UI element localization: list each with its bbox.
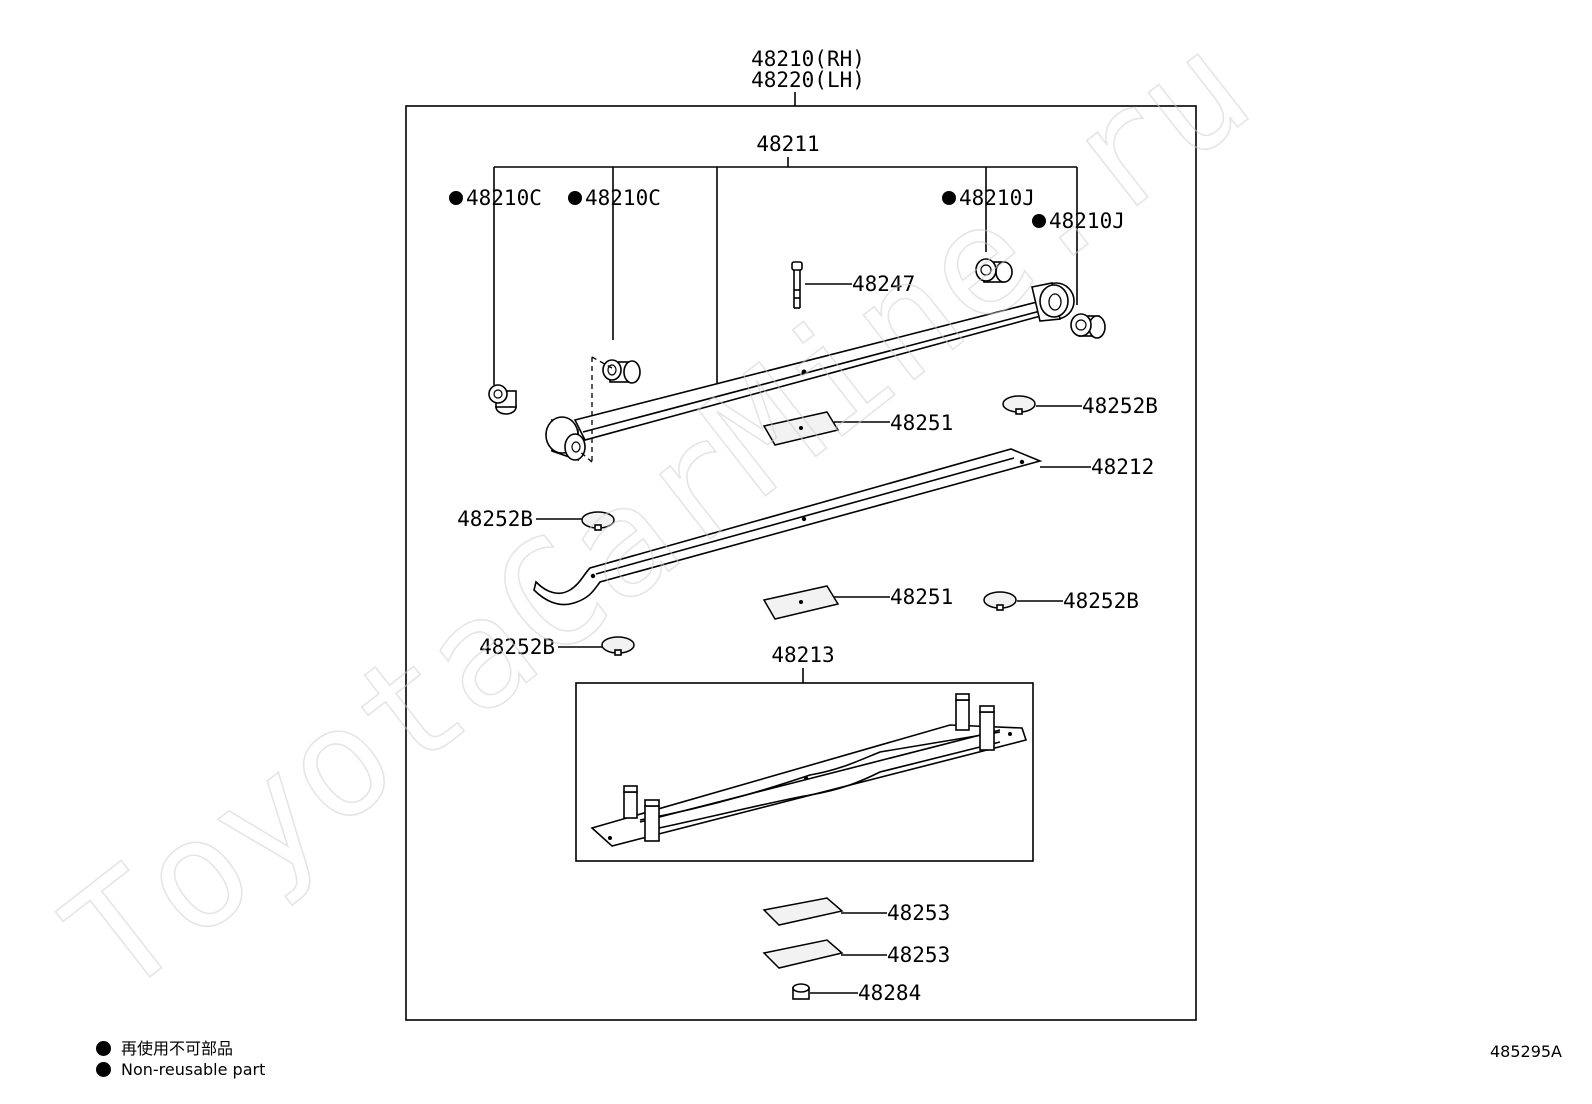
label-48247[interactable]: 48247: [852, 272, 915, 296]
bush-48210c-outer[interactable]: [488, 384, 517, 415]
label-48251-lower[interactable]: 48251: [890, 585, 953, 609]
clip-48252b-left-lower[interactable]: [601, 636, 635, 656]
insert-hole: [799, 600, 803, 604]
assembly-label-lh[interactable]: 48220(LH): [751, 68, 865, 92]
bush-48210j-inner[interactable]: [975, 258, 1013, 283]
assembly-guide-dashes: [577, 356, 613, 463]
clip-48252b-left-upper[interactable]: [581, 511, 615, 531]
non-reusable-marker-icon: [449, 191, 463, 205]
label-48253-upper[interactable]: 48253: [887, 901, 950, 925]
nut-48284[interactable]: [792, 983, 810, 1000]
filled-circle-icon: [96, 1041, 111, 1056]
pad-48253-upper[interactable]: [762, 897, 844, 926]
diagram-code: 485295A: [1489, 1042, 1562, 1061]
label-48212[interactable]: 48212: [1091, 455, 1154, 479]
label-48252b-right-lower[interactable]: 48252B: [1063, 589, 1139, 613]
legend-row-en: Non-reusable part: [96, 1060, 265, 1079]
label-48210c-outer[interactable]: 48210C: [449, 186, 542, 210]
label-48210j-inner[interactable]: 48210J: [942, 186, 1035, 210]
svg-text:48210C: 48210C: [466, 186, 542, 210]
pad-48253-lower[interactable]: [762, 939, 844, 969]
non-reusable-marker-icon: [568, 191, 582, 205]
label-48210c-inner[interactable]: 48210C: [568, 186, 661, 210]
bush-48210c-inner[interactable]: [602, 359, 641, 384]
legend-text-en: Non-reusable part: [121, 1060, 266, 1079]
label-48252b-left-upper[interactable]: 48252B: [457, 507, 533, 531]
clip-48252b-right-lower[interactable]: [983, 591, 1017, 611]
assembly-frame: [405, 105, 1197, 1021]
subassembly-frame-48213: [575, 682, 1034, 862]
label-48251-upper[interactable]: 48251: [890, 411, 953, 435]
insert-hole: [799, 426, 803, 430]
non-reusable-marker-icon: [942, 191, 956, 205]
label-48213[interactable]: 48213: [771, 643, 834, 667]
non-reusable-marker-icon: [1032, 214, 1046, 228]
label-48210j-outer[interactable]: 48210J: [1032, 209, 1125, 233]
clip-48252b-right-upper[interactable]: [1002, 395, 1036, 415]
leaf-spring-48213[interactable]: [590, 693, 1028, 847]
center-bolt-part[interactable]: [791, 261, 803, 309]
svg-text:48210C: 48210C: [585, 186, 661, 210]
bush-48210j-outer[interactable]: [1070, 313, 1106, 339]
svg-text:48210J: 48210J: [1049, 209, 1125, 233]
legend-row-jp: 再使用不可部品: [96, 1035, 233, 1059]
legend-text-jp: 再使用不可部品: [121, 1039, 234, 1058]
label-48252b-right-upper[interactable]: 48252B: [1082, 394, 1158, 418]
filled-circle-icon: [96, 1062, 111, 1077]
assembly-label-rh[interactable]: 48210(RH): [751, 47, 865, 71]
leaf-spring-48212[interactable]: [533, 448, 1043, 606]
label-48252b-left-lower[interactable]: 48252B: [479, 635, 555, 659]
svg-text:48210J: 48210J: [959, 186, 1035, 210]
leaf-spring-48211[interactable]: [545, 282, 1075, 462]
bracket-48211: [493, 157, 1078, 385]
label-48211[interactable]: 48211: [756, 132, 819, 156]
label-48253-lower[interactable]: 48253: [887, 943, 950, 967]
label-48284[interactable]: 48284: [858, 981, 921, 1005]
